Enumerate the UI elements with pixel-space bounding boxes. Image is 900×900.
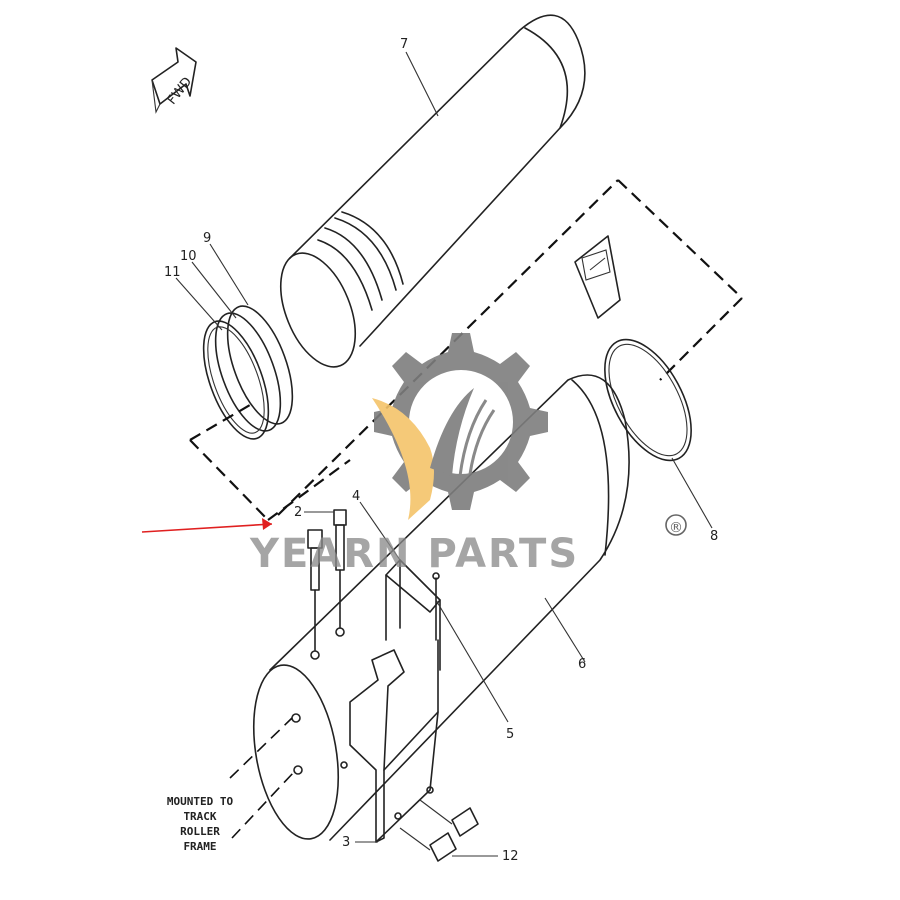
leader-lines <box>175 51 713 857</box>
callout-7: 7 <box>400 37 408 52</box>
note-line-4: FRAME <box>183 840 216 853</box>
bracket-part-3 <box>340 639 439 843</box>
registered-mark: ® <box>669 520 683 536</box>
ring-part-8 <box>604 338 692 462</box>
ring-part-11 <box>202 320 270 440</box>
callout-8: 8 <box>710 529 718 544</box>
red-pointer-arrow-icon <box>141 518 273 533</box>
watermark-logo: YEARN PARTS ® <box>249 333 687 577</box>
note-line-3: ROLLER <box>180 825 220 838</box>
callout-5: 5 <box>506 727 514 742</box>
ring-part-9 <box>226 305 294 425</box>
callout-12: 12 <box>502 849 519 864</box>
note-line-2: TRACK <box>183 810 216 823</box>
lower-housing-part-6 <box>252 374 630 841</box>
callout-10: 10 <box>180 249 197 264</box>
watermark-text: YEARN PARTS <box>249 531 579 577</box>
mounting-note: MOUNTED TO TRACK ROLLER FRAME <box>167 795 234 853</box>
pin-part-5 <box>432 572 440 641</box>
callout-3: 3 <box>342 835 350 850</box>
clip-part-4 <box>385 559 441 671</box>
note-line-1: MOUNTED TO <box>167 795 234 808</box>
fwd-arrow-icon: FWD <box>151 47 197 114</box>
ring-part-10 <box>214 312 282 432</box>
bolts-part-12 <box>399 799 479 862</box>
callout-4: 4 <box>352 489 360 504</box>
callout-6: 6 <box>578 657 586 672</box>
callout-2: 2 <box>294 505 302 520</box>
assembly-dashed-outline <box>189 179 743 521</box>
upper-tube-part-7 <box>279 14 586 368</box>
callout-9: 9 <box>203 231 211 246</box>
callout-11: 11 <box>164 265 181 280</box>
grease-fittings-part-2 <box>307 509 347 660</box>
seal-insert <box>574 235 621 319</box>
callout-numbers: 7 9 10 11 2 4 5 6 8 3 12 <box>164 37 718 864</box>
gear-logo-icon <box>372 333 548 520</box>
